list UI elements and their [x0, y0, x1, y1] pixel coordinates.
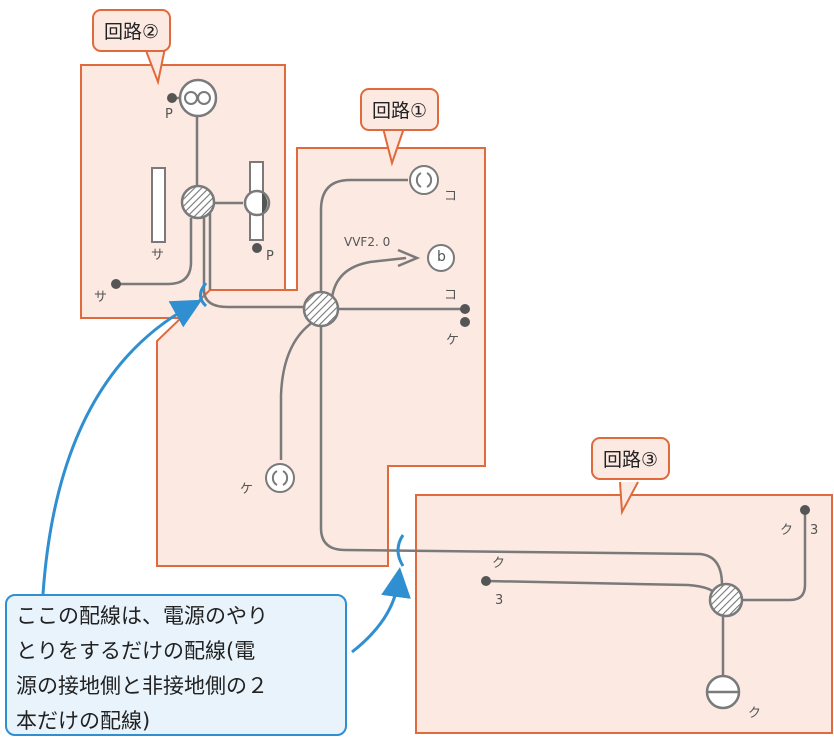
tag-pointers [144, 47, 639, 516]
label-p-top: P [165, 107, 173, 122]
circuit-2-symbols [111, 78, 271, 289]
label-wire-vvf: VVF2. 0 [344, 235, 391, 249]
circuit-1-symbols [265, 165, 470, 493]
explanation-note: ここの配線は、電源のやり とりをするだけの配線(電 源の接地側と非接地側の２ 本… [5, 594, 347, 736]
note-line: 本だけの配線) [16, 709, 151, 733]
circuit-1-wires [279, 178, 724, 586]
label-ku-left: ク [492, 556, 506, 571]
note-line: とりをするだけの配線(電 [16, 639, 256, 663]
circuit-3-tag: 回路③ [591, 437, 671, 480]
label-ku-right-num: 3 [810, 523, 819, 538]
label-ko-mid: コ [444, 288, 458, 303]
label-ku-right: ク [780, 523, 794, 538]
circuit-3-symbols [481, 505, 810, 710]
label-ku-left-num: 3 [495, 593, 504, 608]
circuit-2-tag: 回路② [92, 9, 172, 52]
label-sa-outer: サ [94, 290, 108, 305]
note-line: ここの配線は、電源のやり [16, 604, 268, 628]
circuit-3-region [415, 494, 833, 734]
label-p-right: P [266, 249, 274, 264]
label-ko-top: コ [444, 189, 458, 204]
label-sa-inner: サ [151, 248, 165, 263]
callout-arrows [41, 282, 411, 654]
label-ke-lamp: ケ [240, 482, 254, 497]
label-ku-bottom: ク [748, 706, 762, 721]
circuit-1-tag: 回路① [360, 88, 440, 131]
label-b-symbol: b [437, 249, 446, 265]
label-ke-mid: ケ [446, 333, 460, 348]
note-line: 源の接地側と非接地側の２ [16, 674, 268, 698]
